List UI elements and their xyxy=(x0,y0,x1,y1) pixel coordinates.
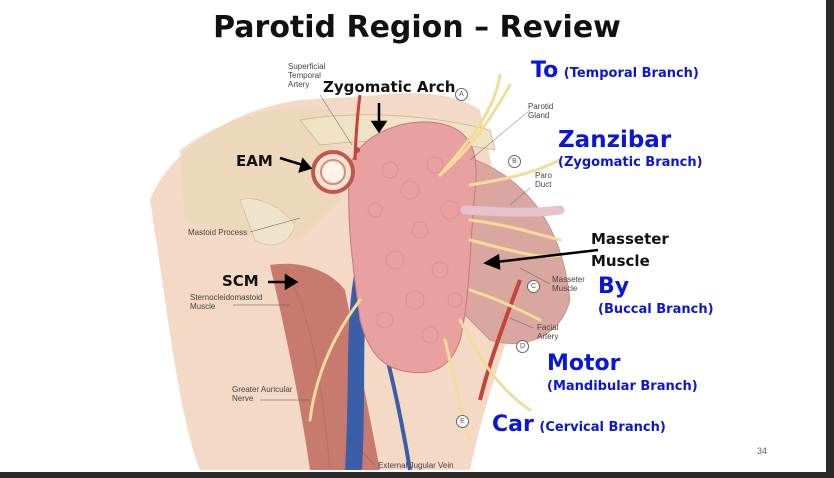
label-line: Gland xyxy=(528,111,550,120)
label-line: Temporal xyxy=(288,71,321,80)
label-line: Muscle xyxy=(552,284,578,293)
label-superficial-temporal-artery: Superficial Temporal Artery xyxy=(288,62,325,89)
label-greater-auricular-nerve: Greater Auricular Nerve xyxy=(232,385,292,403)
label-line: Greater Auricular xyxy=(232,385,293,394)
label-mastoid-process: Mastoid Process xyxy=(188,228,248,237)
mnemonic-mandibular: Motor (Mandibular Branch) xyxy=(547,350,698,396)
mnemonic-word: Car xyxy=(492,412,534,437)
mnemonic-branch: (Mandibular Branch) xyxy=(547,379,698,394)
mnemonic-cervical: Car (Cervical Branch) xyxy=(492,412,666,437)
mnemonic-word: By xyxy=(598,274,630,299)
callout-line: Masseter xyxy=(591,230,669,248)
mnemonic-word: To xyxy=(531,58,559,83)
label-external-jugular-vein: External Jugular Vein xyxy=(378,461,454,470)
mnemonic-branch: (Temporal Branch) xyxy=(563,66,699,81)
mnemonic-branch: (Buccal Branch) xyxy=(598,302,714,317)
mnemonic-branch: (Zygomatic Branch) xyxy=(558,155,703,170)
label-facial-artery: Facial Artery xyxy=(537,323,558,341)
label-line: Paro xyxy=(535,171,552,180)
label-line: Duct xyxy=(535,180,552,189)
label-line: Artery xyxy=(537,332,559,341)
mnemonic-temporal: To (Temporal Branch) xyxy=(531,58,699,83)
label-line: Masseter xyxy=(552,275,585,284)
mnemonic-word: Zanzibar xyxy=(558,127,672,153)
marker-e: E xyxy=(456,415,469,428)
label-line: Sternocleidomastoid xyxy=(190,293,263,302)
callout-scm: SCM xyxy=(222,272,259,290)
label-line: Superficial xyxy=(288,62,326,71)
callout-eam: EAM xyxy=(236,152,273,170)
marker-d: D xyxy=(516,340,529,353)
mnemonic-branch: (Cervical Branch) xyxy=(539,420,666,435)
page-number: 34 xyxy=(757,446,768,456)
callout-line: Muscle xyxy=(591,252,650,270)
label-line: Parotid xyxy=(528,102,554,111)
callout-zygomatic-arch: Zygomatic Arch xyxy=(323,78,456,96)
label-parotid-duct: Paro Duct xyxy=(535,171,552,189)
label-sternocleidomastoid: Sternocleidomastoid Muscle xyxy=(190,293,262,311)
mnemonic-word: Motor xyxy=(547,351,621,376)
callout-masseter-muscle: Masseter Muscle xyxy=(591,228,669,272)
label-masseter-muscle: Masseter Muscle xyxy=(552,275,585,293)
label-line: Muscle xyxy=(190,302,216,311)
mnemonic-zygomatic: Zanzibar (Zygomatic Branch) xyxy=(558,126,703,172)
marker-c: C xyxy=(527,280,540,293)
mnemonic-buccal: By (Buccal Branch) xyxy=(598,273,714,319)
marker-a: A xyxy=(455,88,468,101)
slide-title: Parotid Region – Review xyxy=(213,10,621,45)
marker-b: B xyxy=(508,155,521,168)
label-line: Facial xyxy=(537,323,559,332)
label-line: Nerve xyxy=(232,394,254,403)
label-line: Artery xyxy=(288,80,310,89)
label-parotid-gland: Parotid Gland xyxy=(528,102,553,120)
